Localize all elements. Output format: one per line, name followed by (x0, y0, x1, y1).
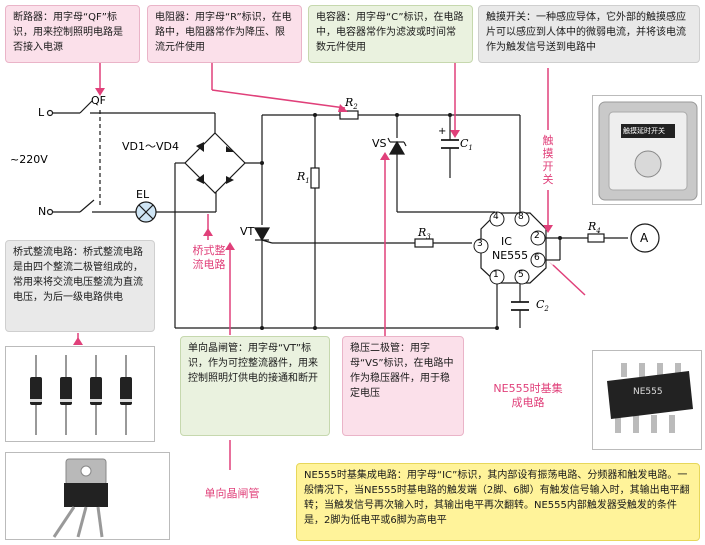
pin-2: 2 (534, 231, 540, 241)
label-VS: VS (372, 137, 387, 150)
label-ammeter: A (640, 231, 649, 245)
scr-annotation: 单向晶闸管：用字母“VT”标识，作为可控整流器件，用来控制照明灯供电的接通和断开 (180, 336, 330, 436)
zener-annotation: 稳压二极管：用字母“VS”标识，在电路中作为稳压器件，用于稳定电压 (342, 336, 464, 436)
chip-text: NE555 (633, 387, 663, 397)
resistor-annotation: 电阻器：用字母“R”标识，在电路中，电阻器常作为降压、限流元件使用 (147, 5, 302, 63)
label-L: L (38, 106, 45, 119)
bridge-rect-label: 桥式整流电路 (192, 244, 226, 271)
touch-plate-text: 触摸延时开关 (623, 127, 665, 135)
pin-1: 1 (493, 270, 499, 280)
diodes-photo (5, 346, 155, 442)
label-R2: R2 (345, 96, 358, 112)
label-R3: R3 (418, 226, 431, 242)
ne555-label: NE555时基集成电路 (493, 382, 563, 409)
pin-5: 5 (518, 270, 524, 280)
scr-photo-label: 单向晶闸管 (204, 487, 260, 500)
label-R1: R1 (297, 170, 310, 186)
touch-switch-label: 触摸开关 (542, 134, 554, 186)
thyristor-icon (52, 458, 108, 538)
label-QF: QF (91, 94, 106, 107)
label-VT: VT (240, 225, 255, 238)
breaker-annotation: 断路器：用字母“QF”标识，用来控制照明电路是否接入电源 (5, 5, 140, 63)
capacitor-annotation: 电容器：用字母“C”标识，在电路中，电容器常作为滤波或时间常数元件使用 (308, 5, 473, 63)
ic-annotation: NE555时基集成电路：用字母“IC”标识，其内部设有振荡电路、分频器和触发电路… (296, 463, 700, 541)
label-R4: R4 (588, 220, 601, 236)
ne555-photo: NE555 (592, 350, 702, 450)
touch-plate-photo: 触摸延时开关 (592, 95, 702, 205)
diode-array-icon (30, 355, 132, 435)
bridge-annotation: 桥式整流电路：桥式整流电路是由四个整流二极管组成的，常用来将交流电压整流为直流电… (5, 240, 155, 332)
label-voltage: ~220V (10, 153, 48, 166)
pin-4: 4 (493, 212, 499, 222)
scr-photo (5, 452, 170, 540)
label-bridge: VD1～VD4 (122, 140, 179, 153)
pin-8: 8 (518, 212, 524, 222)
label-N: N (38, 205, 47, 218)
label-C2: C2 (536, 298, 549, 314)
label-C1: C1 (460, 137, 473, 153)
touch-annotation: 触摸开关：一种感应导体，它外部的触摸感应片可以感应到人体中的微弱电流，并将该电流… (478, 5, 700, 63)
label-NE555: NE555 (492, 249, 529, 262)
touch-switch-icon (598, 101, 698, 201)
label-plus: + (438, 126, 447, 137)
label-EL: EL (136, 188, 150, 201)
pin-3: 3 (477, 239, 483, 249)
label-IC: IC (501, 235, 512, 248)
ic-chip-icon (607, 363, 693, 433)
pin-6: 6 (534, 253, 540, 263)
